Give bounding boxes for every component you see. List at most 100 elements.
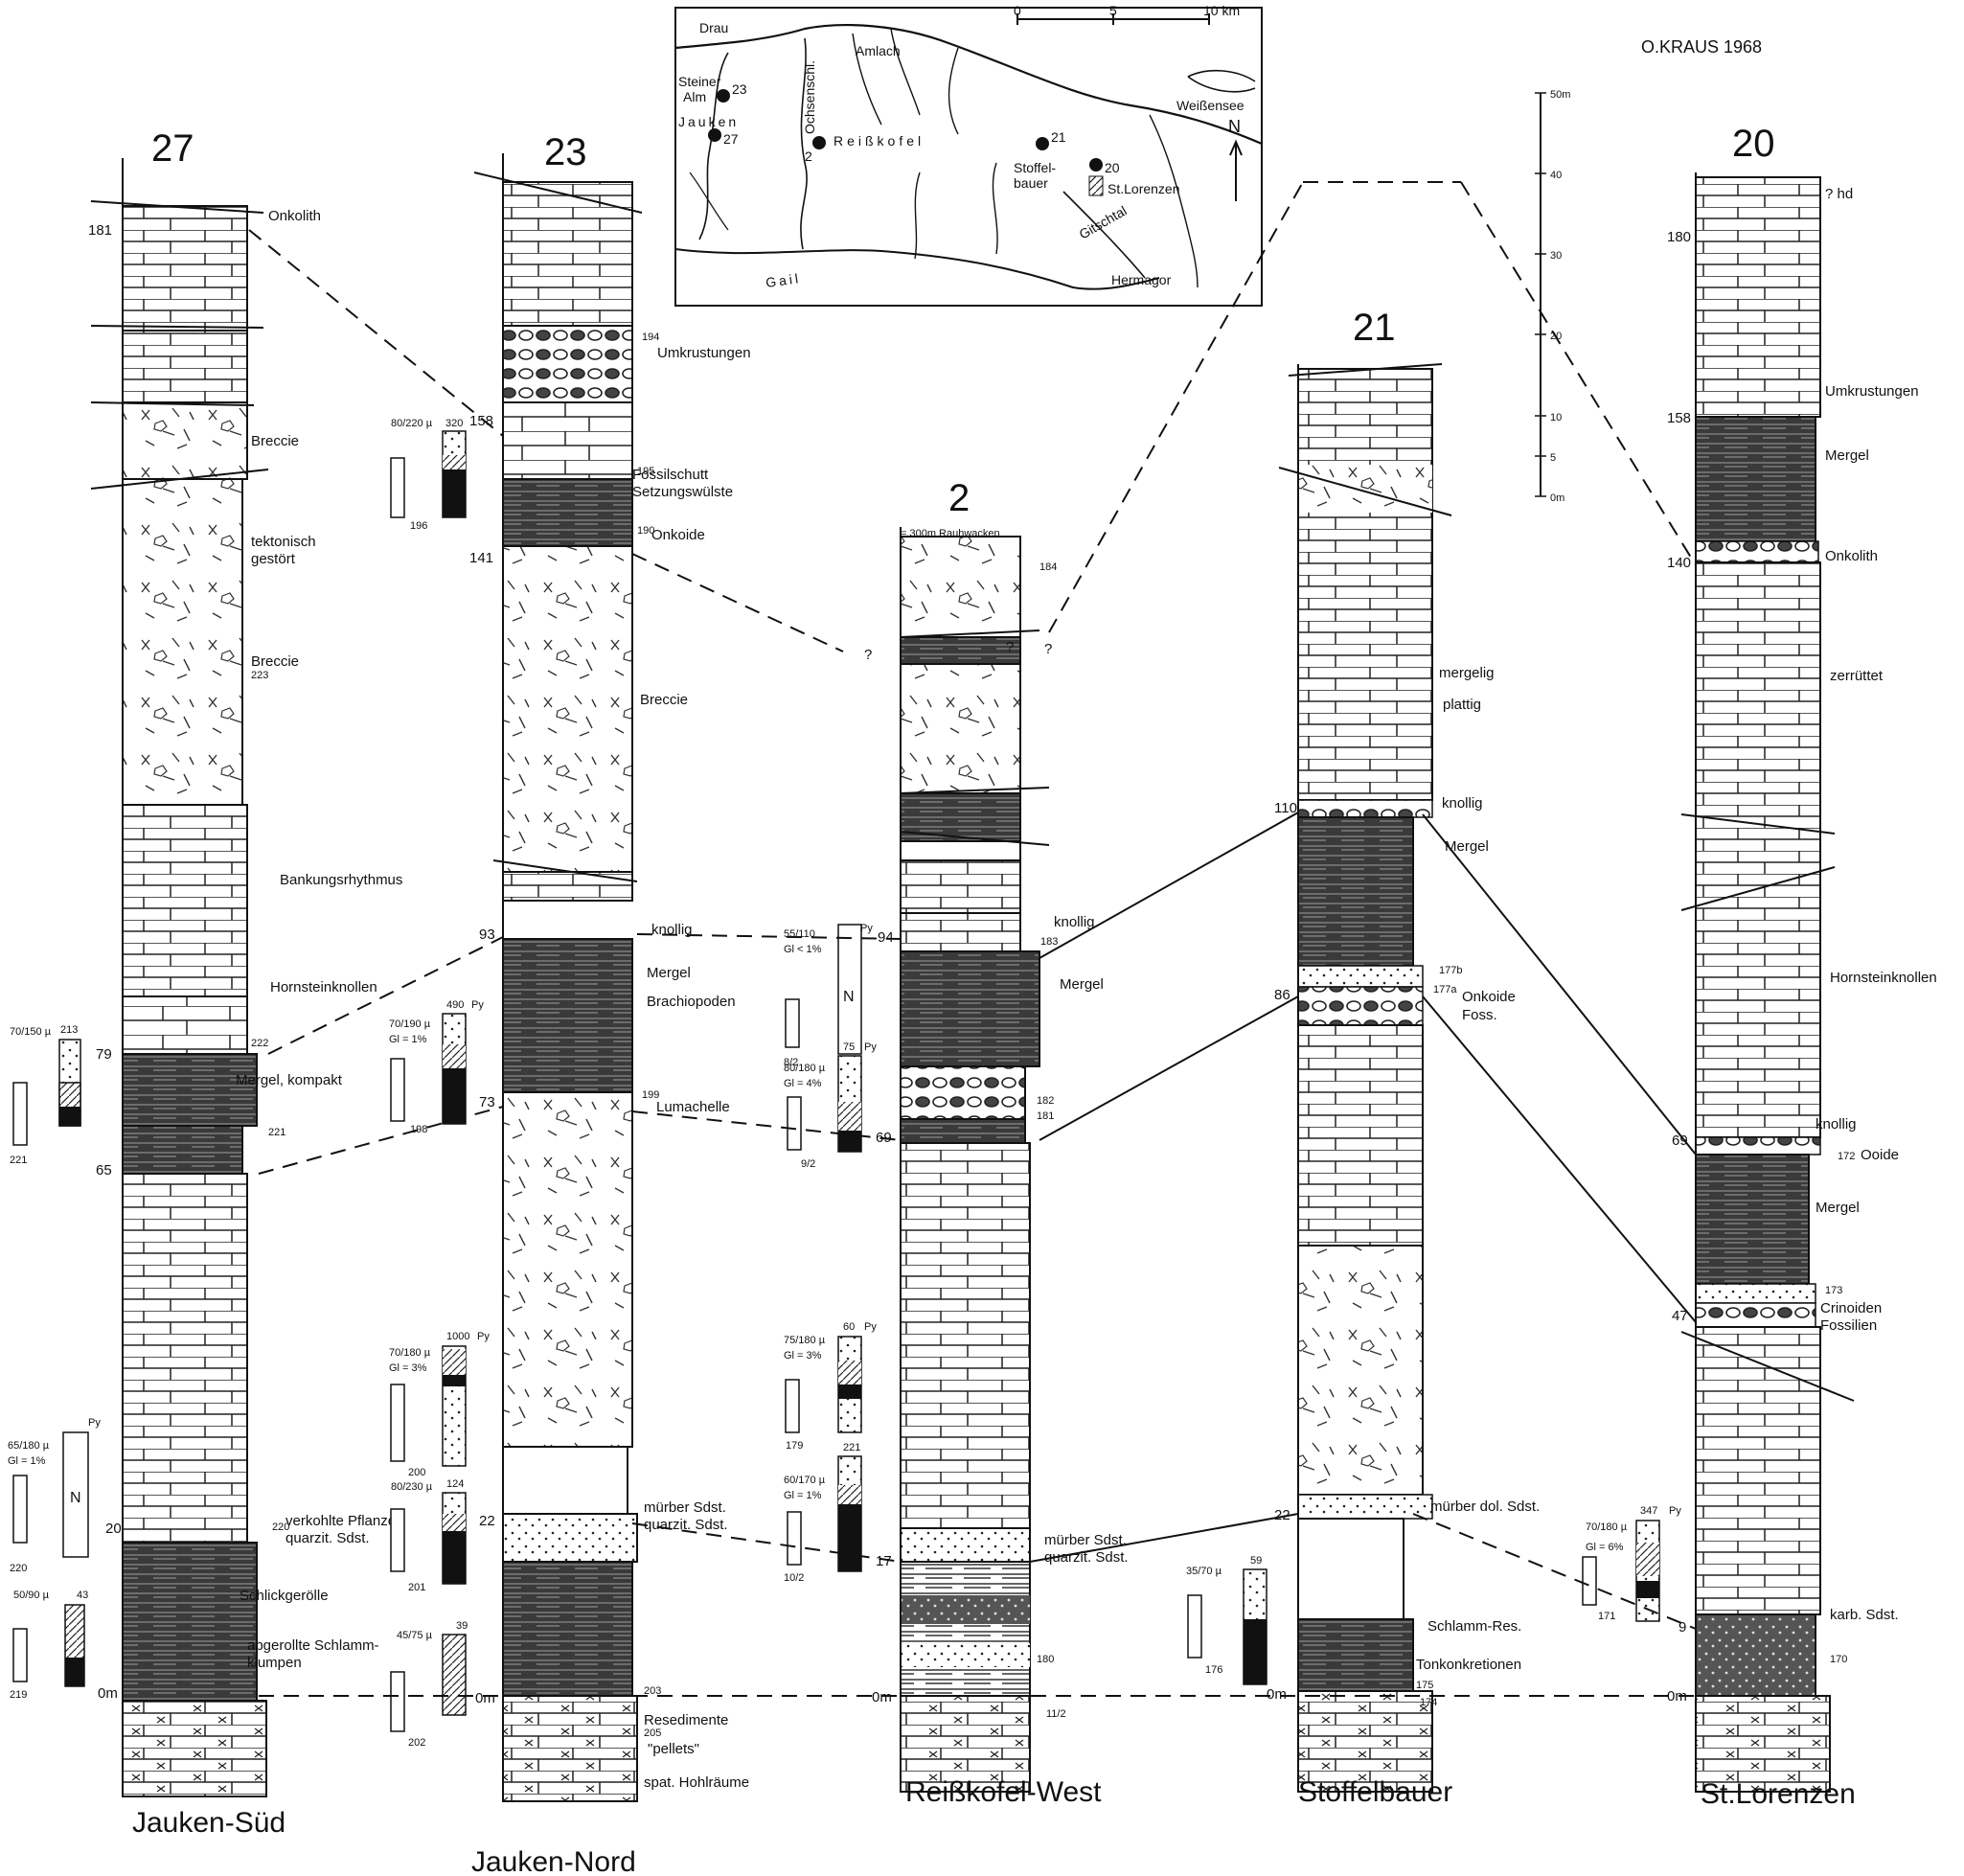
profile-23-sample-194: 194 — [642, 332, 659, 343]
author-label: O.KRAUS 1968 — [1641, 37, 1762, 57]
profile-stoffelbauer: 21 110 86 22 0m mergelig plattig knollig… — [1267, 307, 1540, 1808]
hist-10-2-gl: Gl = 1% — [784, 1490, 822, 1501]
profile-20-sample-173: 173 — [1825, 1285, 1842, 1296]
hist-219-range: 50/90 µ — [13, 1590, 50, 1601]
map-label-gail: Gail — [765, 270, 802, 290]
profile-2-sample-181: 181 — [1037, 1110, 1054, 1122]
map-label-20: 20 — [1105, 160, 1120, 175]
hist-220-id: 220 — [10, 1563, 27, 1574]
hist-201-id: 201 — [408, 1582, 425, 1593]
profile-2-ann-knollig: knollig — [1054, 914, 1095, 930]
profile-27-ann-klumpen: klumpen — [247, 1655, 302, 1671]
profile-23-ann-knollig: knollig — [651, 922, 693, 938]
profile-20-depth-69: 69 — [1672, 1132, 1688, 1149]
profile-20-ann-mergel1: Mergel — [1825, 447, 1869, 464]
profile-21-depth-86: 86 — [1274, 987, 1290, 1003]
profile-23-ann-resedimente: Resedimente — [644, 1712, 728, 1728]
profile-23-ann-onkoide: Onkoide — [651, 527, 705, 543]
profile-23-depth-141: 141 — [469, 550, 493, 566]
profile-21-sample-177b: 177b — [1439, 965, 1462, 976]
profile-23-depth-0: 0m — [475, 1690, 495, 1706]
scale-10: 10 — [1550, 412, 1562, 423]
profile-27-ann-tektonisch: tektonisch — [251, 534, 316, 550]
profile-27-depth-181: 181 — [88, 222, 112, 239]
profile-27-ann-onkolith: Onkolith — [268, 208, 321, 224]
profile-21-depth-0: 0m — [1267, 1686, 1287, 1703]
profile-20-ann-zerruettet: zerrüttet — [1830, 668, 1884, 684]
profile-2-ann-q3: ? — [1044, 641, 1052, 657]
profile-20-ann-ooide: Ooide — [1861, 1147, 1899, 1163]
map-label-steiner: Steiner — [678, 74, 721, 89]
hist-179-gl: Gl = 3% — [784, 1350, 822, 1361]
hist-221-count: 213 — [60, 1024, 78, 1036]
profile-20-depth-140: 140 — [1667, 555, 1691, 571]
hist-201-range: 80/230 µ — [391, 1481, 433, 1493]
profile-21-ann-plattig: plattig — [1443, 697, 1481, 713]
map-label-amlach: Amlach — [856, 43, 901, 58]
profile-27-depth-20: 20 — [105, 1521, 122, 1537]
profile-20-ann-karb-sdst: karb. Sdst. — [1830, 1607, 1899, 1623]
hist-202-id: 202 — [408, 1737, 425, 1749]
scale-30: 30 — [1550, 250, 1562, 262]
hist-202-count: 39 — [456, 1620, 468, 1632]
hist-221-range: 70/150 µ — [10, 1026, 52, 1038]
profile-2-ann-muerber: mürber Sdst. — [1044, 1532, 1127, 1548]
map-label-27: 27 — [723, 131, 739, 147]
profile-20-ann-hornsteinknollen: Hornsteinknollen — [1830, 970, 1937, 986]
profile-20-ann-fossilien: Fossilien — [1820, 1317, 1877, 1334]
profile-21-ann-schlamm: Schlamm-Res. — [1427, 1618, 1521, 1635]
vertical-scale-bar: 50m 40 30 20 10 5 0m — [1535, 89, 1570, 504]
profile-23-ann-mergel: Mergel — [647, 965, 691, 981]
hist-10-2-range: 60/170 µ — [784, 1475, 826, 1486]
profile-2-sample-180: 180 — [1037, 1654, 1054, 1665]
profile-20-depth-180: 180 — [1667, 229, 1691, 245]
histograms-2: 55/110 Gl < 1% Py N 8/2 80/180 µ Gl = 4%… — [784, 923, 877, 1584]
profile-21-number: 21 — [1353, 307, 1396, 349]
profile-21-ann-foss: Foss. — [1462, 1007, 1497, 1023]
profile-2-depth-94: 94 — [878, 929, 894, 946]
profile-27-depth-79: 79 — [96, 1046, 112, 1063]
hist-200-py: Py — [477, 1331, 490, 1342]
hist-200-gl: Gl = 3% — [389, 1362, 427, 1374]
profile-21-depth-110: 110 — [1274, 800, 1297, 816]
profile-27-number: 27 — [151, 127, 194, 170]
profile-20-ann-onkolith: Onkolith — [1825, 548, 1878, 564]
profile-27-ann-breccie1: Breccie — [251, 433, 299, 449]
profile-27-sample-222: 222 — [251, 1038, 268, 1049]
hist-201-count: 124 — [446, 1478, 464, 1490]
profile-27-ann-bankungsrhythmus: Bankungsrhythmus — [280, 872, 402, 888]
correlation-lines-solid — [1029, 812, 1697, 1563]
histograms-21: 35/70 µ 59 176 — [1186, 1555, 1267, 1685]
hist-176-range: 35/70 µ — [1186, 1566, 1222, 1577]
hist-176-count: 59 — [1250, 1555, 1262, 1567]
profile-21-ann-onkoide: Onkoide — [1462, 989, 1516, 1005]
map-scale-0: 0 — [1014, 3, 1021, 18]
profile-23-sample-195: 195 — [637, 466, 654, 477]
profile-27-ann-gestoert: gestört — [251, 551, 296, 567]
profile-21-sample-175: 175 — [1416, 1680, 1433, 1691]
profile-21-ann-knollig: knollig — [1442, 795, 1483, 812]
map-label-23: 23 — [732, 81, 747, 97]
profile-27-name: Jauken-Süd — [132, 1807, 285, 1839]
hist-9-2-range: 80/180 µ — [784, 1063, 826, 1074]
histograms-23: 80/220 µ 320 196 70/190 µ Gl = 1% 490 Py… — [389, 418, 490, 1749]
profile-23-name: Jauken-Nord — [471, 1846, 636, 1876]
profile-2-ann-q2: ? — [1006, 639, 1014, 655]
histograms-27: 70/150 µ 213 221 65/180 µ Gl = 1% Py N 2… — [8, 1024, 101, 1701]
hist-219-id: 219 — [10, 1689, 27, 1701]
profile-20-ann-umkrustungen: Umkrustungen — [1825, 383, 1919, 400]
hist-196-range: 80/220 µ — [391, 418, 433, 429]
hist-200-count: 1000 — [446, 1331, 469, 1342]
hist-9-2-count: 75 — [843, 1041, 855, 1053]
profile-23-ann-brachiopoden: Brachiopoden — [647, 994, 736, 1010]
hist-200-range: 70/180 µ — [389, 1347, 431, 1359]
hist-221-id: 221 — [10, 1155, 27, 1166]
hist-171-id: 171 — [1598, 1611, 1615, 1622]
profile-23-ann-muerber: mürber Sdst. — [644, 1499, 726, 1516]
profile-23-sample-203: 203 — [644, 1685, 661, 1697]
profile-20-depth-0: 0m — [1667, 1688, 1687, 1704]
map-label-jauken: Jauken — [678, 114, 739, 129]
profile-27-ann-verkohlte: verkohlte Pflanzen — [285, 1513, 403, 1529]
profile-2-sample-183: 183 — [1040, 936, 1058, 948]
